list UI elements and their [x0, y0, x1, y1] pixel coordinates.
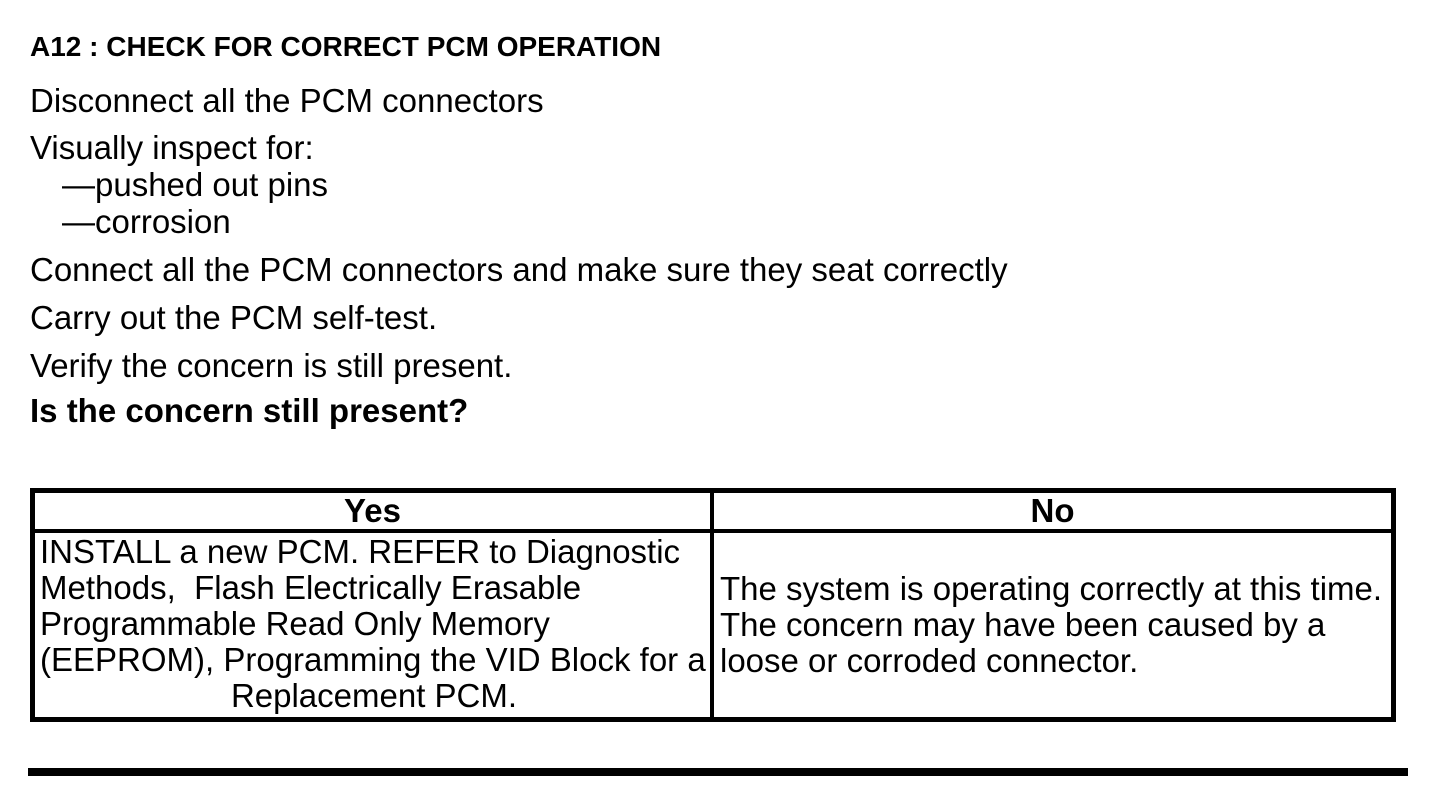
section-divider-rule: [28, 768, 1408, 776]
no-action-line: The concern may have been caused by a: [720, 606, 1326, 643]
decision-question: Is the concern still present?: [30, 392, 469, 429]
yes-action-line: (EEPROM), Programming the VID Block for …: [40, 641, 706, 678]
pinpoint-test-heading: A12 : CHECK FOR CORRECT PCM OPERATION: [30, 31, 662, 62]
no-column-header: No: [714, 493, 1391, 533]
step-visually-inspect: Visually inspect for:: [30, 129, 314, 166]
inspect-item-corrosion: —corrosion: [62, 203, 231, 240]
no-action-line: loose or corroded connector.: [720, 642, 1139, 679]
no-action-line: The system is operating correctly at thi…: [720, 570, 1383, 607]
step-disconnect-connectors: Disconnect all the PCM connectors: [30, 82, 544, 119]
step-verify-concern: Verify the concern is still present.: [30, 347, 513, 384]
yes-action-line: Programmable Read Only Memory: [40, 605, 550, 642]
step-connect-connectors: Connect all the PCM connectors and make …: [30, 251, 1008, 288]
inspect-item-pushed-out-pins: —pushed out pins: [62, 166, 329, 203]
yes-action-line: Methods, Flash Electrically Erasable: [40, 569, 582, 606]
yes-action-line: INSTALL a new PCM. REFER to Diagnostic: [40, 533, 681, 570]
yes-action-line: Replacement PCM.: [230, 677, 518, 714]
yes-no-results-table: Yes No INSTALL a new PCM. REFER to Diagn…: [30, 488, 1396, 722]
yes-action-cell: INSTALL a new PCM. REFER to Diagnostic M…: [35, 533, 714, 717]
no-action-cell: The system is operating correctly at thi…: [714, 533, 1391, 717]
step-pcm-self-test: Carry out the PCM self-test.: [30, 299, 438, 336]
yes-column-header: Yes: [35, 493, 714, 533]
